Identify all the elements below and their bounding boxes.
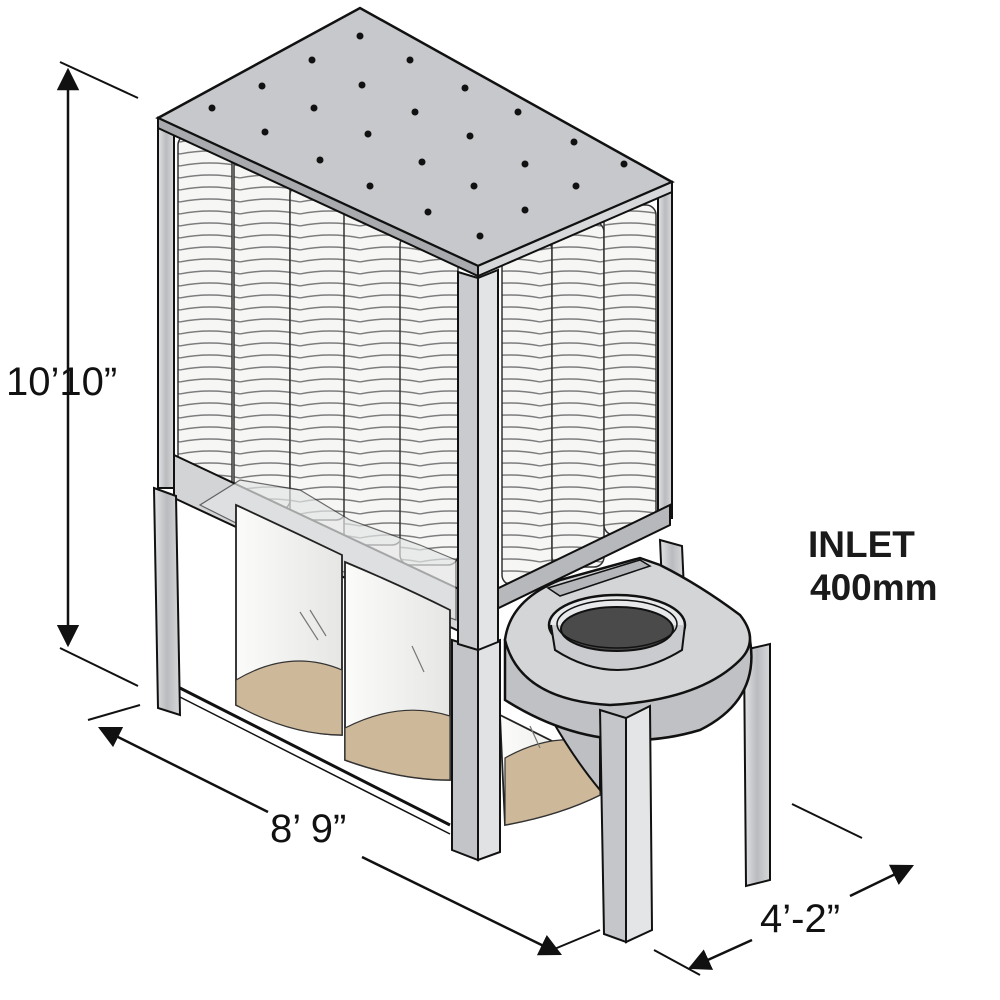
width-label: 4’-2” (760, 897, 840, 941)
cyclone-inlet-unit (503, 556, 771, 944)
length-label: 8’ 9” (270, 807, 346, 851)
top-plate-holes (208, 32, 628, 240)
dimension-arrow-icon (849, 864, 915, 898)
dimension-width: 4’-2” (653, 803, 915, 976)
inlet-collar (547, 593, 687, 671)
dimension-arrow-icon (97, 726, 269, 814)
dimension-length: 8’ 9” (87, 704, 601, 956)
height-label: 10’10” (6, 360, 117, 404)
inlet-size-label: 400mm (810, 567, 938, 608)
dimension-height: 10’10” (6, 61, 139, 687)
collection-bags (235, 503, 601, 827)
collector-housing (152, 6, 686, 862)
inlet-label: INLET (808, 524, 915, 565)
top-plate (155, 6, 675, 278)
